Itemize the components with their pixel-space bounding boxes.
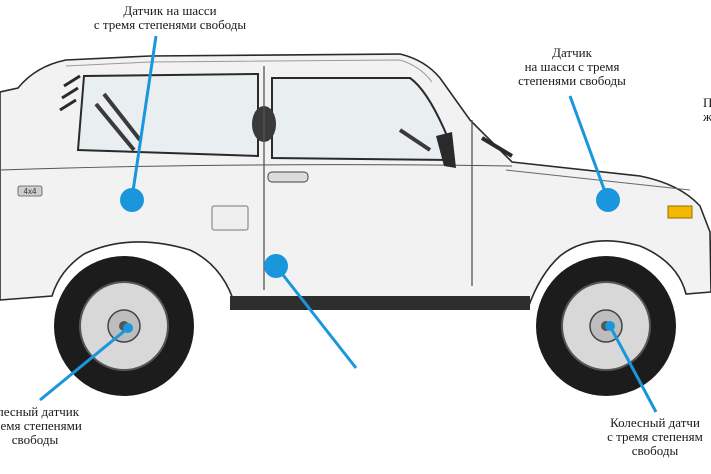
door-seam bbox=[263, 66, 473, 290]
label-chassis-sensor-front: Датчик на шасси с тремя степенями свобод… bbox=[518, 45, 626, 88]
rear-vents bbox=[59, 74, 81, 112]
badge-text: 4x4 bbox=[24, 187, 37, 196]
sensor-marker-chassis-rear bbox=[120, 188, 144, 212]
leader-wheel-rear bbox=[39, 326, 129, 402]
seat-frame bbox=[94, 92, 432, 152]
sensor-marker-chassis-front bbox=[596, 188, 620, 212]
sensor-leaders bbox=[39, 35, 658, 413]
sensor-marker-door bbox=[264, 254, 288, 278]
turn-indicator bbox=[667, 205, 693, 219]
label-wheel-sensor-rear: олесный датчик тремя степенями свободы bbox=[0, 404, 82, 447]
sensor-marker-wheel-front bbox=[605, 321, 615, 331]
leader-chassis-front bbox=[568, 95, 610, 201]
belt-line bbox=[0, 164, 513, 171]
sensor-marker-wheel-rear bbox=[123, 323, 133, 333]
leader-wheel-front bbox=[608, 325, 658, 413]
label-clipped-right: П ж bbox=[703, 95, 711, 124]
hood-line bbox=[505, 169, 691, 191]
leader-chassis-top bbox=[130, 35, 158, 199]
roof-line bbox=[65, 59, 433, 83]
side-mirror bbox=[436, 132, 456, 168]
wiper bbox=[480, 136, 514, 158]
leader-door bbox=[274, 265, 358, 369]
label-wheel-sensor-front: Колесный датчи с тремя степеням свободы bbox=[607, 415, 703, 458]
door-handle bbox=[267, 171, 309, 183]
door-sill bbox=[230, 296, 530, 310]
sensor-markers bbox=[120, 188, 620, 333]
model-badge bbox=[17, 185, 43, 197]
label-chassis-sensor-top: Датчик на шасси с тремя степенями свобод… bbox=[93, 3, 247, 32]
fuel-flap bbox=[211, 205, 249, 231]
